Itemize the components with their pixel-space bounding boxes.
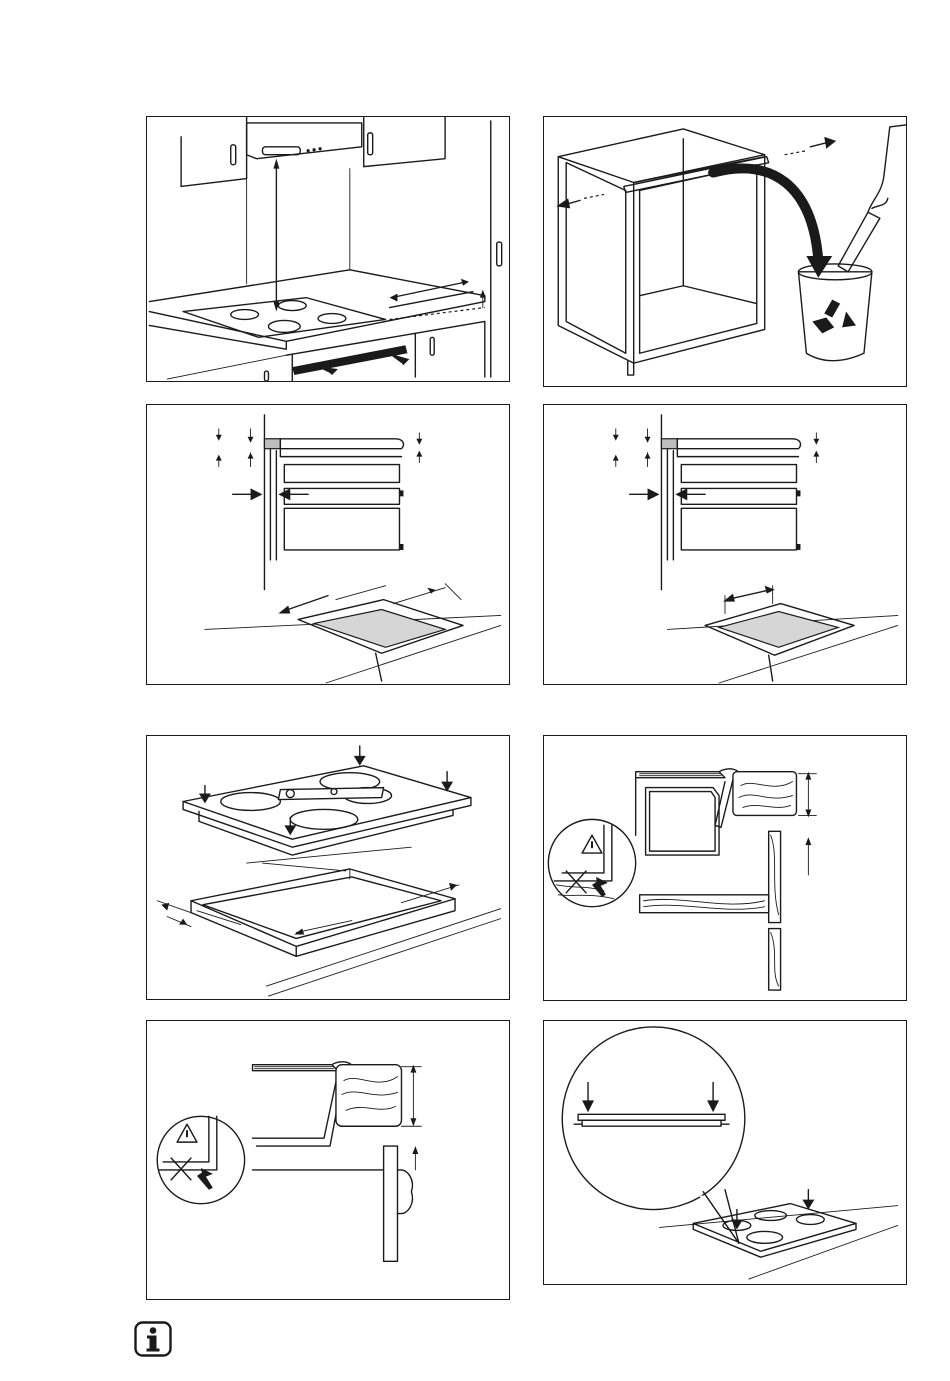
- figure-hob-seal-detail: [543, 1020, 907, 1285]
- figure-hob-placement: [146, 735, 510, 1000]
- drawer-clearance-illustration: [544, 736, 906, 1000]
- figure-cutout-dimensions-oven: [146, 404, 510, 685]
- cutout-drawer-section: [544, 405, 906, 684]
- cutout-oven-section: [147, 405, 509, 684]
- figure-cutout-dimensions-drawer: [543, 404, 907, 685]
- figure-cabinet-crossbar-removal: [543, 116, 907, 387]
- figure-drawer-clearance-warning: [543, 735, 907, 1001]
- hob-seal-illustration: [544, 1021, 906, 1284]
- info-icon: [134, 1321, 172, 1357]
- hood-clearance-illustration: [147, 117, 509, 381]
- figure-hood-clearance: [146, 116, 510, 382]
- hob-placement-illustration: [147, 736, 509, 999]
- cabinet-crossbar-illustration: [544, 117, 906, 386]
- figure-oven-clearance-warning: [146, 1020, 510, 1300]
- oven-clearance-illustration: [147, 1021, 509, 1299]
